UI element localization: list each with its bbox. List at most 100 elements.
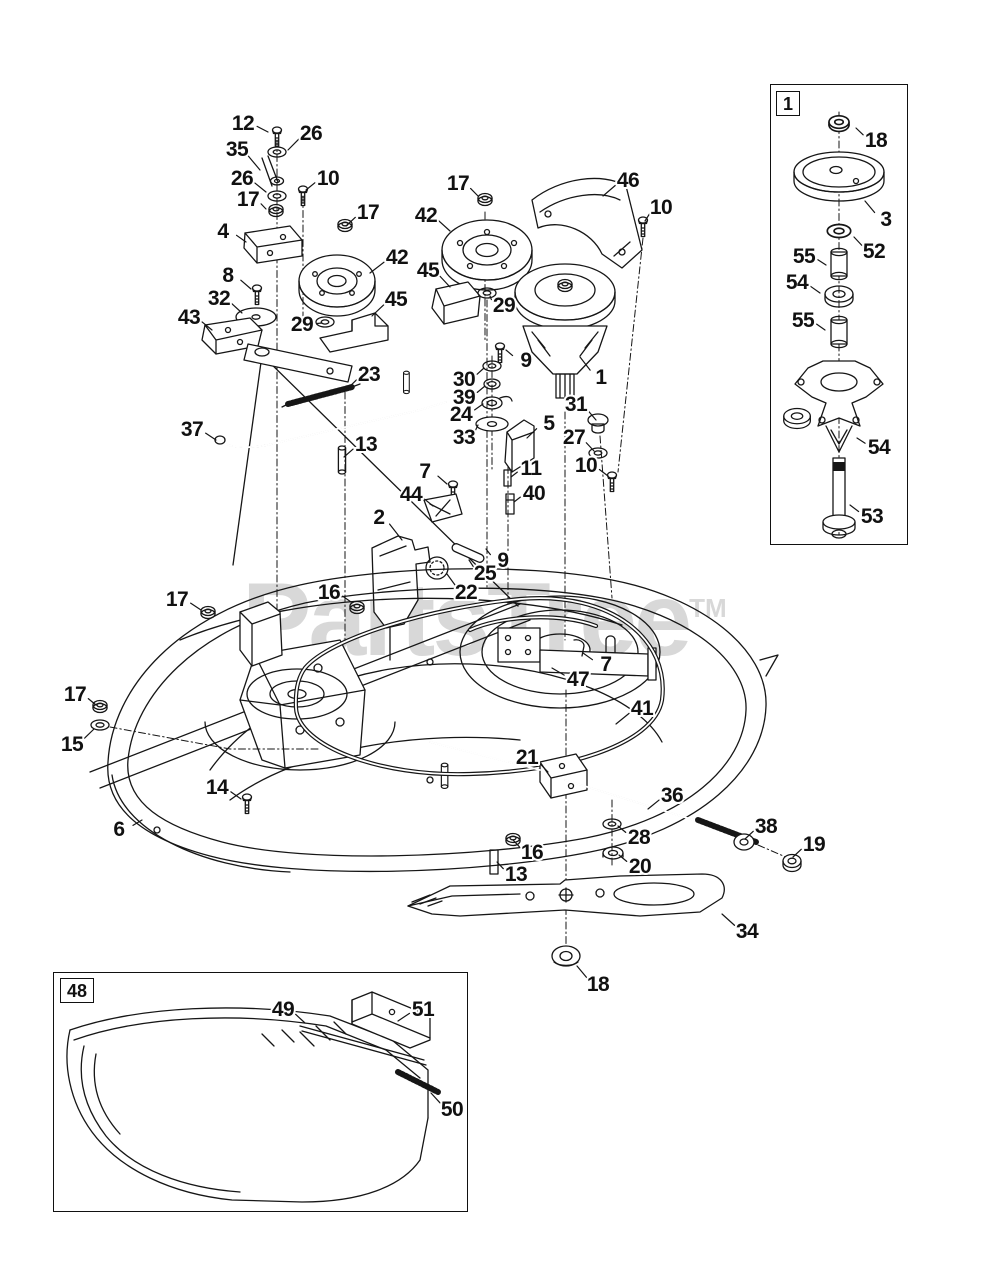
part-callout-16: 16 (318, 581, 340, 604)
leader-line (83, 728, 95, 739)
leader-line (551, 667, 565, 676)
leader-line (721, 913, 736, 926)
part-callout-34: 34 (736, 920, 759, 943)
leader-line (510, 471, 518, 478)
leader-line (201, 321, 213, 331)
leader-line (617, 825, 627, 833)
leader-line (538, 762, 549, 773)
leader-line (469, 187, 479, 197)
leader-line (235, 234, 247, 243)
part-callout-21: 21 (516, 746, 539, 769)
leader-line (526, 428, 538, 439)
leader-line (190, 602, 202, 611)
leader-line (389, 523, 403, 541)
part-callout-30: 30 (453, 368, 475, 391)
part-callout-10: 10 (317, 167, 339, 190)
leader-line (240, 279, 252, 290)
leader-line (474, 403, 484, 411)
part-callout-18: 18 (587, 973, 610, 996)
part-callout-54: 54 (868, 436, 891, 459)
idler-arm-bracket (349, 480, 485, 661)
leader-line (474, 424, 479, 432)
leader-line (437, 219, 451, 232)
leader-line (489, 295, 492, 301)
inset-48-label: 48 (60, 978, 95, 1003)
leader-line (792, 848, 802, 858)
leader-line (644, 212, 651, 222)
part-callout-3: 3 (880, 208, 891, 231)
leader-line (476, 385, 486, 393)
leader-line (602, 184, 616, 197)
part-callout-6: 6 (113, 818, 124, 841)
leader-line (587, 409, 597, 421)
part-callout-46: 46 (617, 169, 639, 192)
upper-left-fastener-stack (243, 126, 353, 264)
part-callout-37: 37 (181, 418, 203, 441)
part-callout-35: 35 (226, 138, 249, 161)
leader-line (618, 854, 628, 862)
part-callout-45: 45 (385, 288, 408, 311)
leader-line (287, 138, 300, 151)
part-callout-8: 8 (222, 264, 234, 287)
leader-line (439, 275, 451, 288)
part-callout-24: 24 (450, 403, 473, 426)
part-callout-51: 51 (412, 998, 435, 1021)
leader-line (305, 182, 316, 191)
leader-line (316, 322, 323, 325)
leader-line (496, 861, 504, 870)
deck-shell (89, 568, 779, 875)
leader-line (132, 819, 143, 826)
part-callout-31: 31 (565, 393, 588, 416)
leader-line (345, 379, 358, 391)
part-callout-49: 49 (272, 998, 294, 1021)
part-callout-54: 54 (786, 271, 809, 294)
leader-line (853, 236, 863, 246)
leader-line (371, 304, 385, 317)
part-callout-32: 32 (208, 287, 230, 310)
part-callout-20: 20 (629, 855, 651, 878)
part-callout-16: 16 (521, 841, 543, 864)
leader-line (849, 504, 860, 513)
part-callout-9: 9 (497, 549, 508, 572)
part-callout-17: 17 (447, 172, 469, 195)
leader-line (585, 442, 595, 452)
leader-line (342, 595, 352, 603)
part-callout-26: 26 (231, 167, 253, 190)
leader-line (855, 127, 864, 136)
part-callout-7: 7 (600, 653, 611, 676)
part-callout-42: 42 (415, 204, 437, 227)
leader-line (512, 839, 520, 848)
part-callout-55: 55 (792, 309, 815, 332)
leader-line (256, 125, 269, 133)
part-callout-17: 17 (166, 588, 188, 611)
part-callout-38: 38 (755, 815, 778, 838)
leader-line (505, 349, 514, 357)
leader-line (254, 182, 267, 193)
leader-line (229, 790, 242, 800)
leader-line (468, 559, 474, 568)
part-callout-15: 15 (61, 733, 84, 756)
part-callout-18: 18 (865, 129, 888, 152)
leader-line (856, 437, 866, 444)
part-callout-26: 26 (300, 122, 322, 145)
spring-and-linkage (214, 383, 447, 475)
part-callout-4: 4 (217, 220, 229, 243)
leader-line (485, 548, 492, 556)
part-callout-17: 17 (237, 188, 259, 211)
part-callout-10: 10 (650, 196, 672, 219)
main-spindle-assembly (403, 177, 649, 515)
leader-line (513, 496, 521, 503)
leader-line (369, 261, 385, 274)
part-callout-13: 13 (355, 433, 377, 456)
inset-48-chute (66, 991, 441, 1203)
part-callout-40: 40 (523, 482, 545, 505)
drive-belt (293, 596, 665, 777)
leader-line (615, 712, 630, 725)
inset-1-spindle-exploded (783, 111, 885, 539)
part-callout-13: 13 (505, 863, 527, 886)
part-callout-42: 42 (386, 246, 408, 269)
leader-line (576, 965, 588, 979)
left-idler-assembly (201, 254, 389, 383)
